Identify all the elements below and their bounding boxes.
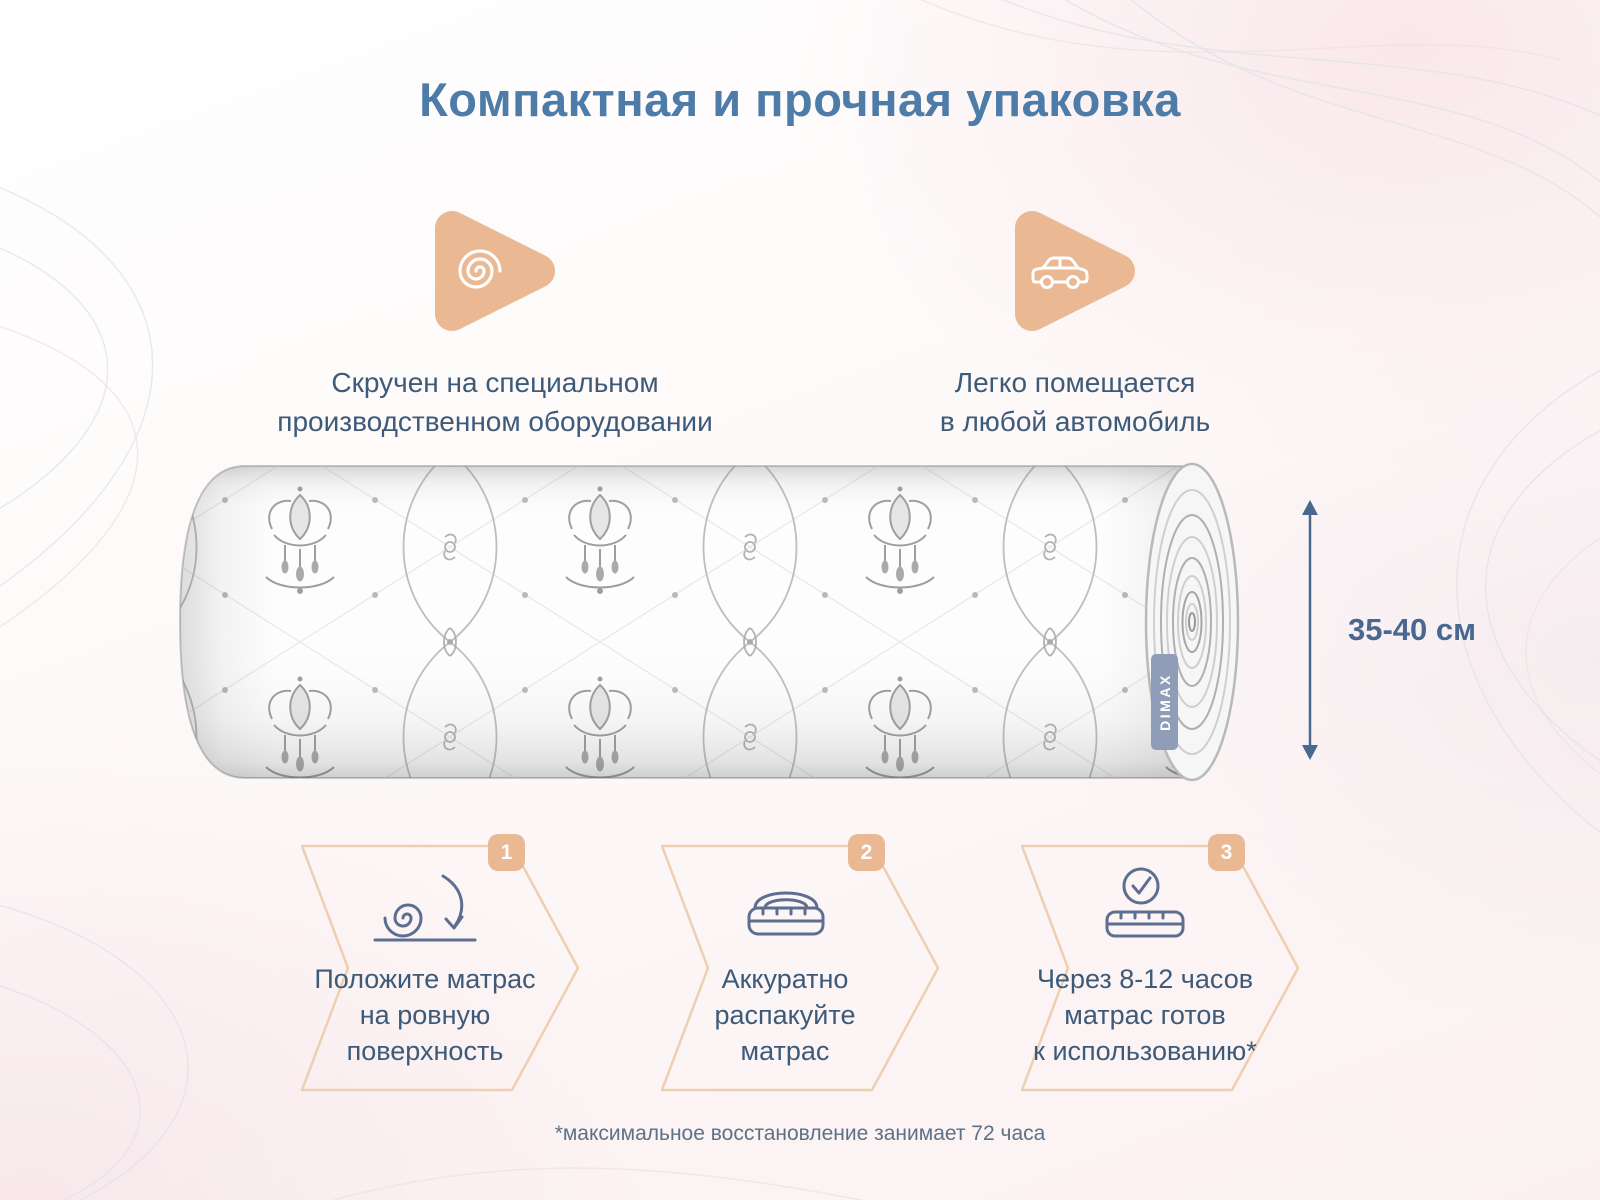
car-glyph xyxy=(1031,256,1089,289)
page-title: Компактная и прочная упаковка xyxy=(419,73,1181,126)
feature-rolled: Скручен на специальном производственном … xyxy=(215,196,775,441)
step-number-badge: 1 xyxy=(488,834,525,871)
spiral-icon xyxy=(435,211,555,331)
spiral-glyph xyxy=(458,249,502,289)
step-card-3: 3 Через 8-12 часов матрас готов к исполь… xyxy=(1020,834,1302,1094)
step-text-2: Аккуратно распакуйте матрас xyxy=(714,964,856,1066)
mattress-brand-label: DIMAX xyxy=(1157,673,1173,731)
step-card-1: 1 Положите матрас на ровную поверхность xyxy=(300,834,582,1094)
step-text-3: Через 8-12 часов матрас готов к использо… xyxy=(1033,964,1257,1066)
mattress-roll-image: DIMAX xyxy=(178,462,1240,782)
feature-car-text: Легко помещается в любой автомобиль xyxy=(939,367,1211,438)
car-icon xyxy=(1015,211,1135,331)
step-card-2: 2 Аккуратно распакуйте матрас xyxy=(660,834,942,1094)
feature-car: Легко помещается в любой автомобиль xyxy=(800,196,1350,441)
place-mattress-icon xyxy=(310,854,540,956)
step-text-1: Положите матрас на ровную поверхность xyxy=(314,964,536,1066)
brand-tag: DIMAX xyxy=(1151,654,1178,750)
height-arrow-icon xyxy=(1302,500,1318,760)
step-number-badge: 2 xyxy=(848,834,885,871)
feature-rolled-text: Скручен на специальном производственном … xyxy=(277,367,713,438)
unpack-mattress-icon xyxy=(670,854,900,956)
step-number-badge: 3 xyxy=(1208,834,1245,871)
height-label: 35-40 см xyxy=(1348,612,1477,647)
mattress-ready-check-icon xyxy=(1030,854,1260,956)
footnote: *максимальное восстановление занимает 72… xyxy=(554,1122,1046,1145)
